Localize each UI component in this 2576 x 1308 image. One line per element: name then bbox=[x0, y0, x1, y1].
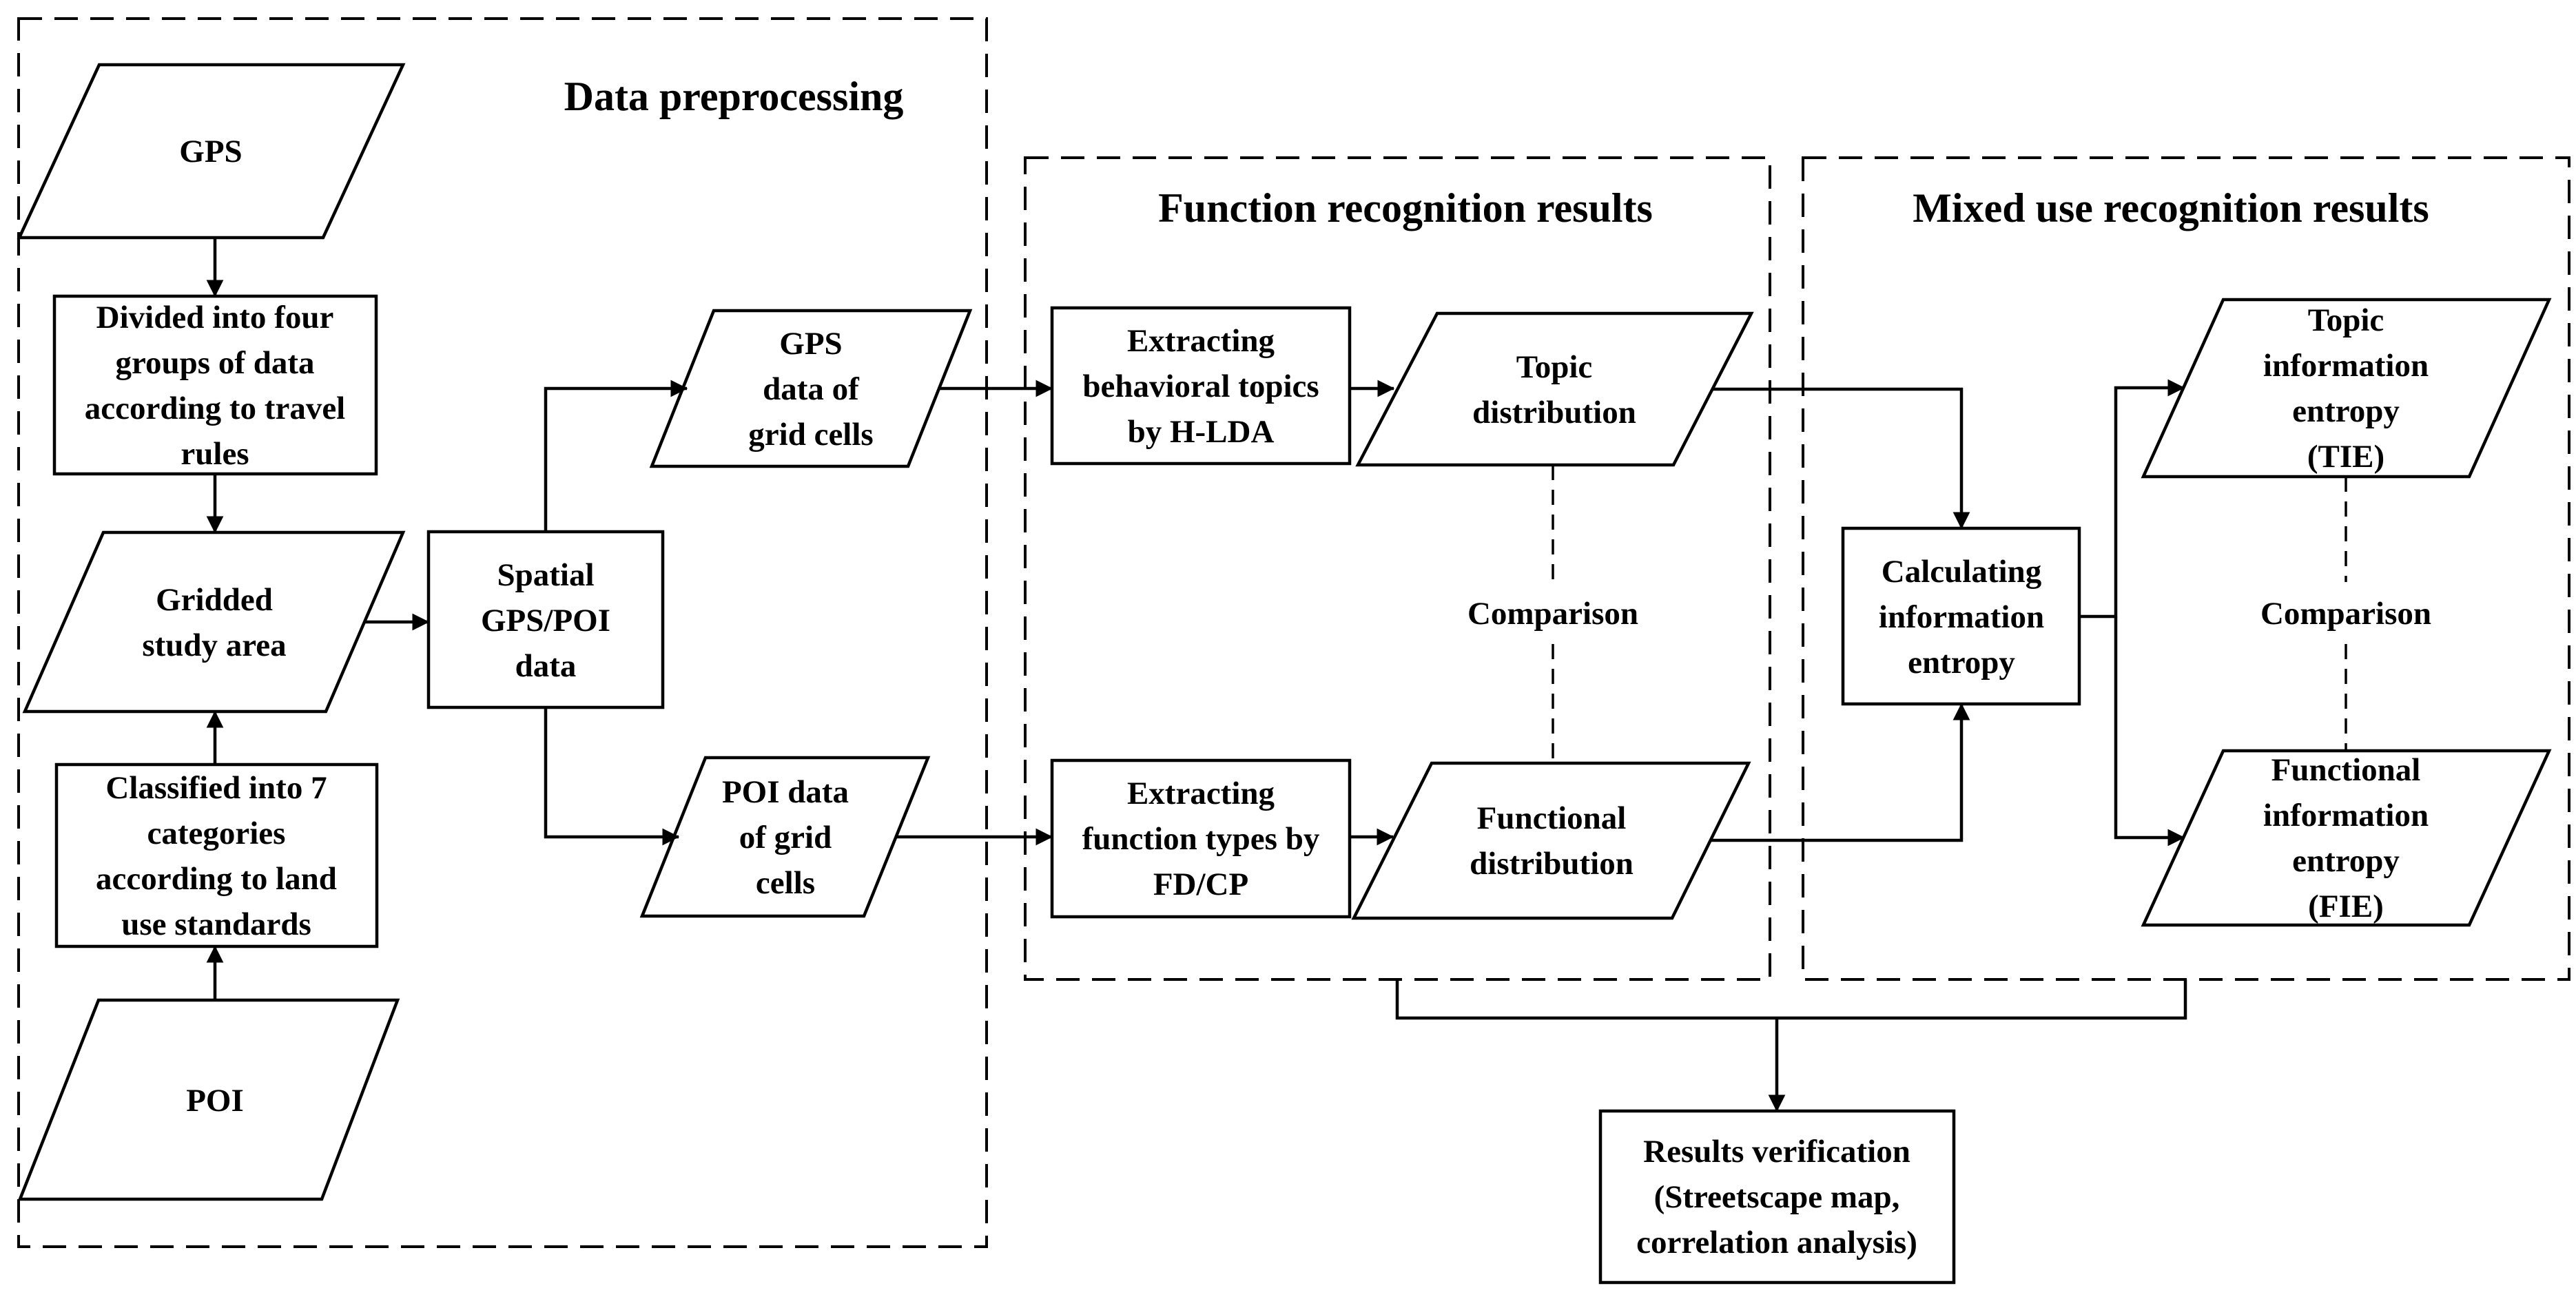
node-calculating-information-entropy: Calculating information entropy bbox=[1841, 526, 2081, 706]
arrow-func-dist-to-entropy bbox=[1710, 703, 1970, 842]
node-results-verification: Results verification (Streetscape map, cor… bbox=[1598, 1109, 1956, 1285]
node-text-line: of grid bbox=[739, 820, 832, 855]
node-text-line: data of bbox=[763, 371, 860, 407]
node-gps-label: GPS bbox=[179, 134, 242, 169]
region-data-preprocessing bbox=[17, 17, 988, 1248]
node-text-line: information bbox=[2263, 798, 2429, 833]
node-gridded-study-area-label: Gridded study area bbox=[142, 582, 286, 663]
node-functional-distribution-label: Functional distribution bbox=[1470, 800, 1634, 882]
node-text-line: groups of data bbox=[115, 345, 314, 381]
node-text-line: information bbox=[2263, 348, 2429, 384]
node-text-line: study area bbox=[142, 627, 286, 663]
node-text-line: Topic bbox=[2308, 302, 2384, 338]
node-text-line: categories bbox=[147, 816, 286, 851]
node-text-line: entropy bbox=[2292, 843, 2400, 879]
node-text-line: (TIE) bbox=[2307, 439, 2384, 475]
node-text-line: Extracting bbox=[1127, 323, 1275, 359]
node-text-line: Classified into 7 bbox=[105, 770, 327, 806]
node-text-line: POI data bbox=[722, 774, 849, 810]
node-poi-data-of-grid-cells: POI data of grid cells bbox=[639, 756, 931, 918]
node-extracting-function-types: Extracting function types by FD/CP bbox=[1050, 758, 1352, 919]
node-text-line: cells bbox=[756, 865, 815, 901]
node-topic-information-entropy-label: Topic information entropy (TIE) bbox=[2263, 302, 2429, 475]
node-text-line: Functional bbox=[1477, 800, 1627, 836]
node-topic-information-entropy: Topic information entropy (TIE) bbox=[2141, 298, 2552, 479]
node-calculating-information-entropy-label: Calculating information entropy bbox=[1879, 554, 2044, 681]
region-title-data-preprocessing: Data preprocessing bbox=[564, 74, 904, 119]
node-classified-categories-label: Classified into 7 categories according to … bbox=[96, 770, 337, 942]
node-text-line: function types by bbox=[1082, 821, 1320, 857]
node-text-line: Extracting bbox=[1127, 776, 1275, 811]
node-text-line: GPS/POI bbox=[481, 603, 610, 639]
node-text-line: (Streetscape map, bbox=[1654, 1179, 1900, 1215]
comparison-label-left: Comparison bbox=[1467, 596, 1638, 632]
node-gps-data-of-grid-cells-label: GPS data of grid cells bbox=[748, 326, 873, 453]
node-text-line: entropy bbox=[2292, 393, 2400, 429]
node-text-line: rules bbox=[181, 436, 249, 472]
node-functional-information-entropy: Functional information entropy (FIE) bbox=[2141, 749, 2552, 927]
node-text-line: grid cells bbox=[748, 417, 873, 453]
node-poi: POI bbox=[17, 998, 400, 1201]
node-divided-into-groups-label: Divided into four groups of data according… bbox=[85, 300, 346, 472]
node-divided-into-groups: Divided into four groups of data according… bbox=[52, 294, 378, 476]
node-text-line: correlation analysis) bbox=[1636, 1225, 1917, 1260]
node-functional-distribution: Functional distribution bbox=[1351, 761, 1751, 920]
node-topic-distribution: Topic distribution bbox=[1355, 311, 1754, 467]
node-gps: GPS bbox=[17, 63, 406, 240]
node-text-line: GPS bbox=[779, 326, 842, 362]
node-text-line: Spatial bbox=[497, 557, 594, 593]
node-extracting-function-types-label: Extracting function types by FD/CP bbox=[1082, 776, 1320, 902]
node-text-line: use standards bbox=[121, 906, 311, 942]
arrow-entropy-to-fie bbox=[2114, 616, 2185, 847]
arrow-spatial-to-gps-grid bbox=[544, 380, 688, 532]
node-text-line: GPS bbox=[179, 134, 242, 169]
node-text-line: (FIE) bbox=[2308, 889, 2384, 924]
connector-regions-to-verification bbox=[1395, 979, 2187, 1020]
node-text-line: Functional bbox=[2271, 752, 2421, 788]
node-topic-distribution-label: Topic distribution bbox=[1472, 349, 1636, 430]
region-title-function-recognition: Function recognition results bbox=[1158, 185, 1653, 231]
node-text-line: distribution bbox=[1472, 395, 1636, 430]
node-text-line: according to travel bbox=[85, 391, 346, 426]
node-text-line: distribution bbox=[1470, 846, 1634, 882]
node-text-line: according to land bbox=[96, 861, 337, 897]
arrow-entropy-to-tie bbox=[2079, 379, 2185, 619]
node-text-line: Calculating bbox=[1882, 554, 2042, 590]
node-text-line: information bbox=[1879, 599, 2044, 635]
node-extracting-behavioral-topics-label: Extracting behavioral topics by H-LDA bbox=[1082, 323, 1319, 450]
node-text-line: Results verification bbox=[1643, 1134, 1910, 1170]
node-poi-data-of-grid-cells-label: POI data of grid cells bbox=[722, 774, 849, 901]
node-text-line: Gridded bbox=[156, 582, 273, 618]
node-text-line: entropy bbox=[1908, 645, 2015, 681]
arrow-topic-dist-to-entropy bbox=[1713, 387, 1970, 530]
node-gridded-study-area: Gridded study area bbox=[22, 530, 406, 714]
node-extracting-behavioral-topics: Extracting behavioral topics by H-LDA bbox=[1050, 306, 1352, 466]
node-functional-information-entropy-label: Functional information entropy (FIE) bbox=[2263, 752, 2429, 924]
node-poi-label: POI bbox=[186, 1083, 244, 1119]
arrow-spatial-to-poi-grid bbox=[544, 707, 680, 846]
comparison-label-right: Comparison bbox=[2260, 596, 2431, 632]
node-text-line: POI bbox=[186, 1083, 244, 1119]
node-gps-data-of-grid-cells: GPS data of grid cells bbox=[649, 309, 973, 468]
node-results-verification-label: Results verification (Streetscape map, cor… bbox=[1636, 1134, 1917, 1260]
region-title-mixed-use-recognition: Mixed use recognition results bbox=[1913, 185, 2429, 231]
node-text-line: Topic bbox=[1516, 349, 1593, 385]
node-text-line: FD/CP bbox=[1153, 866, 1248, 902]
node-text-line: by H-LDA bbox=[1128, 414, 1275, 450]
node-text-line: Divided into four bbox=[96, 300, 334, 335]
node-text-line: data bbox=[515, 648, 577, 684]
node-classified-categories: Classified into 7 categories according to … bbox=[54, 762, 379, 948]
node-text-line: behavioral topics bbox=[1082, 368, 1319, 404]
